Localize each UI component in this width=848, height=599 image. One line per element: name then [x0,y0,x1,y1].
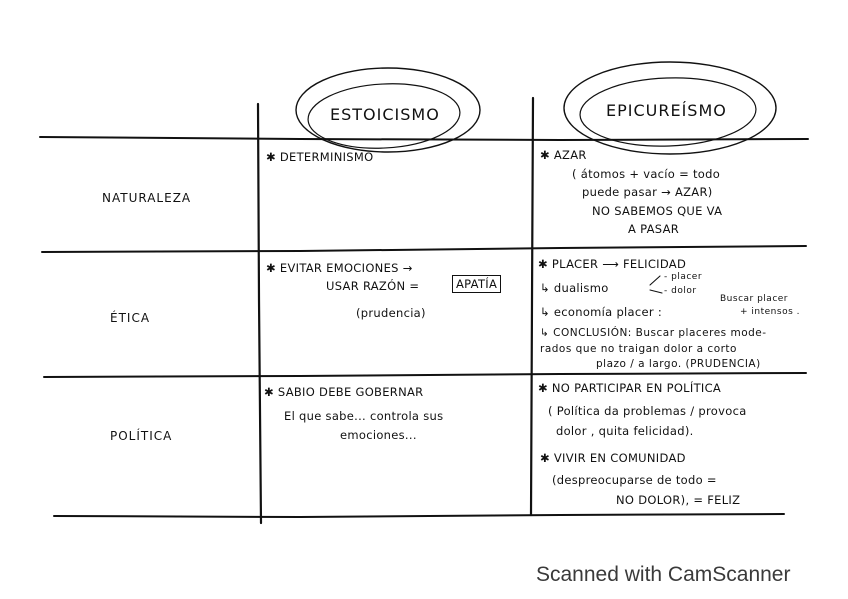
cell-etica-estoicismo-apatia: APATÍA [452,275,502,293]
cell-etica-epicureismo-line1: ✱ PLACER ⟶ FELICIDAD [538,257,687,271]
header-estoicismo: ESTOICISMO [330,105,440,124]
grid-line-bottom [53,513,785,519]
row-label-etica: ÉTICA [110,311,151,325]
oval-epicureismo-inner [579,77,757,147]
arrow-dualismo [649,275,663,294]
cell-naturaleza-epicureismo-line4: NO SABEMOS QUE VA [592,204,723,218]
grid-line-header [39,136,809,142]
cell-politica-estoicismo-line2: El que sabe... controla sus [284,409,444,423]
cell-naturaleza-epicureismo-line2: ( átomos + vacío = todo [572,167,721,181]
grid-line-col1 [256,102,263,525]
cell-etica-epicureismo-dual-a: - placer [664,272,703,282]
cell-etica-estoicismo-line1: ✱ EVITAR EMOCIONES → [266,261,413,275]
cell-politica-epicureismo-line2: ( Política da problemas / provoca [548,404,747,418]
cell-etica-estoicismo-line2: USAR RAZÓN = [326,279,420,293]
camscanner-watermark: Scanned with CamScanner [536,563,791,586]
oval-estoicismo-outer [295,67,481,153]
cell-politica-epicureismo-line4: ✱ VIVIR EN COMUNIDAD [540,451,686,465]
cell-naturaleza-epicureismo-line3: puede pasar → AZAR) [582,185,713,199]
cell-politica-epicureismo-line1: ✱ NO PARTICIPAR EN POLÍTICA [538,381,722,395]
cell-naturaleza-epicureismo-line5: A PASAR [628,222,680,236]
cell-etica-epicureismo-conclusion2: rados que no traigan dolor a corto [540,343,737,355]
oval-estoicismo-inner [307,83,461,149]
grid-line-row2 [43,372,807,378]
header-epicureismo: EPICUREÍSMO [606,101,727,120]
grid-line-row1 [41,245,807,253]
grid-line-col2 [529,96,535,517]
cell-etica-epicureismo-dual-b: - dolor [664,286,697,296]
cell-etica-epicureismo-econ-a: Buscar placer [720,294,789,304]
cell-politica-epicureismo-line5: (despreocuparse de todo = [552,473,717,487]
cell-politica-epicureismo-line6: NO DOLOR), = FELIZ [616,493,741,507]
cell-politica-estoicismo-line3: emociones... [340,428,417,442]
cell-naturaleza-epicureismo-line1: ✱ AZAR [540,148,587,162]
cell-politica-epicureismo-line3: dolor , quita felicidad). [556,424,694,438]
cell-etica-epicureismo-economia: ↳ economía placer : [540,305,663,319]
cell-etica-epicureismo-econ-b: + intensos . [740,307,800,317]
row-label-politica: POLÍTICA [110,429,173,443]
cell-naturaleza-estoicismo: ✱ DETERMINISMO [266,150,374,164]
cell-etica-epicureismo-conclusion1: ↳ CONCLUSIÓN: Buscar placeres mode- [540,327,767,339]
cell-etica-epicureismo-conclusion3: plazo / a largo. (PRUDENCIA) [596,358,761,370]
cell-politica-estoicismo-line1: ✱ SABIO DEBE GOBERNAR [264,385,424,399]
row-label-naturaleza: NATURALEZA [102,191,192,205]
cell-etica-estoicismo-line3: (prudencia) [356,306,426,320]
cell-etica-epicureismo-dualismo: ↳ dualismo [540,281,609,295]
oval-epicureismo-outer [563,61,777,155]
